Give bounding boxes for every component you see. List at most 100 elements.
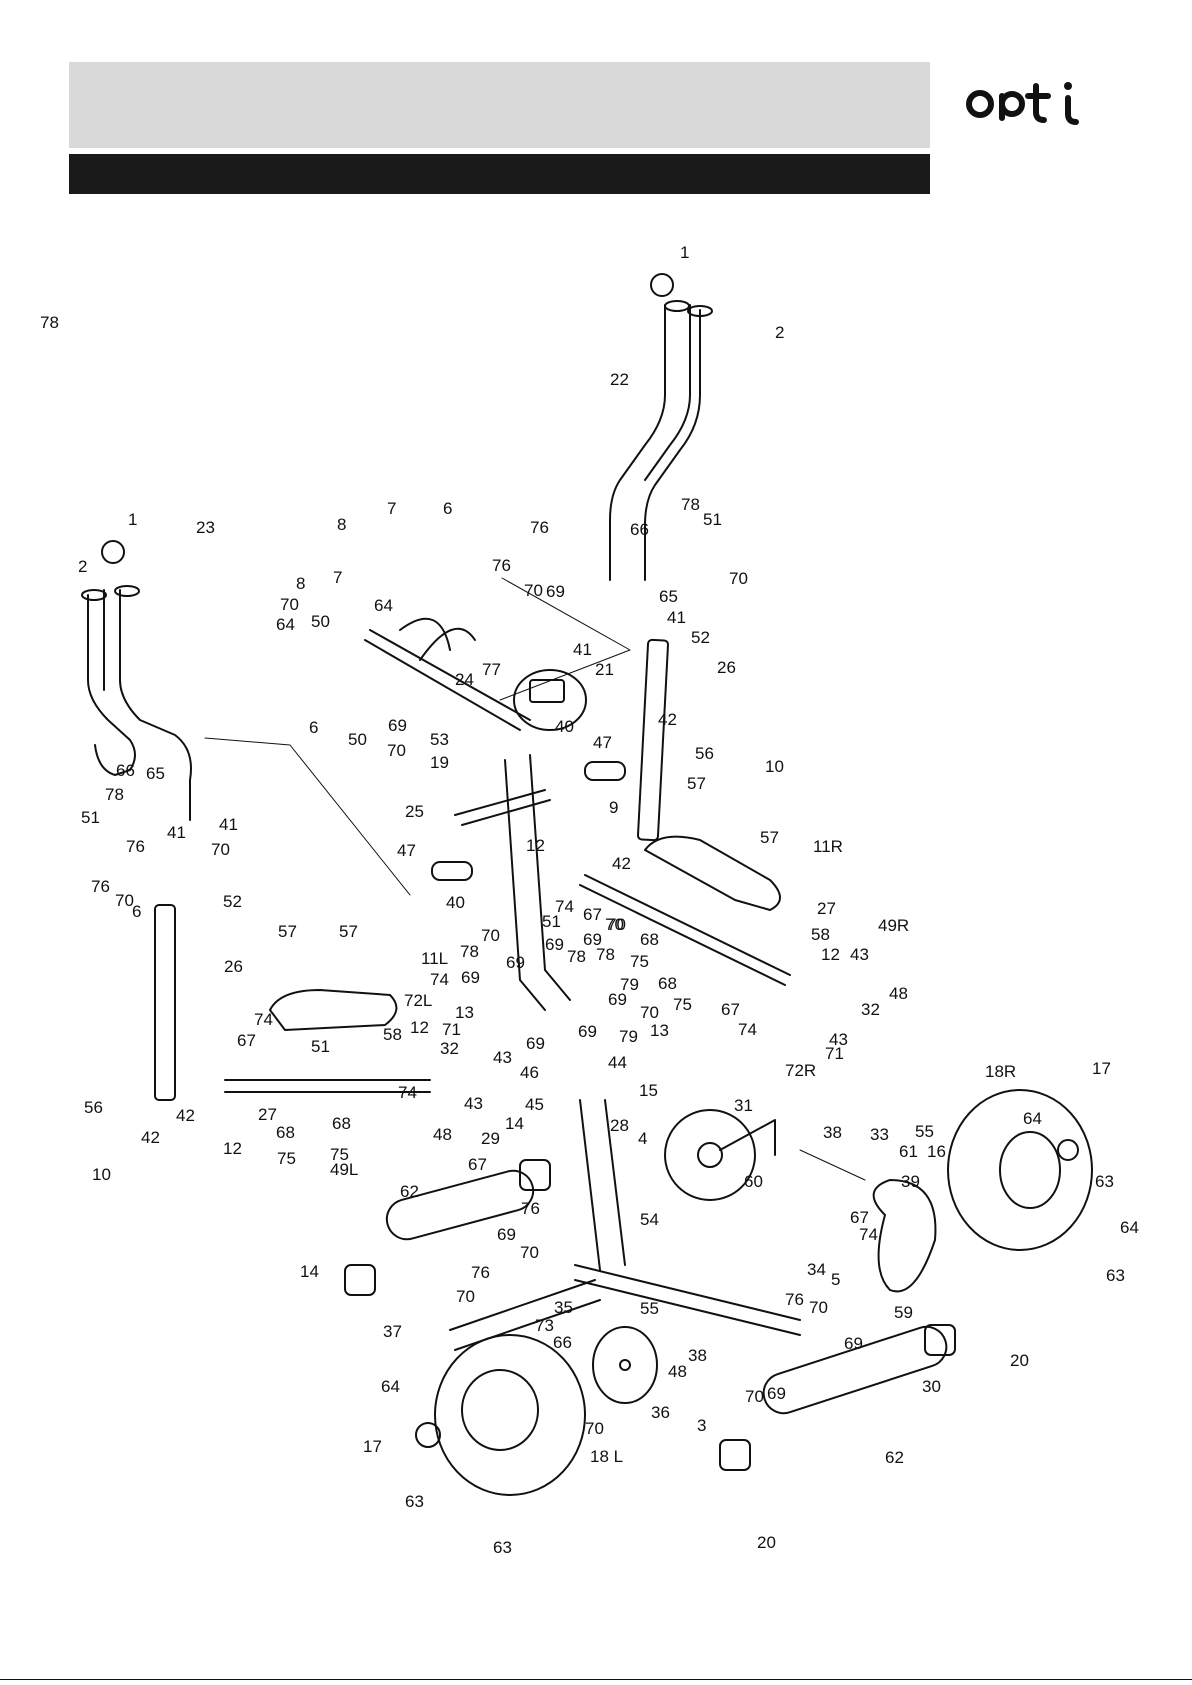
callout-label: 6 <box>443 499 452 518</box>
callout-label: 66 <box>630 520 649 539</box>
callout-label: 18 L <box>590 1447 623 1466</box>
callout-label: 37 <box>383 1322 402 1341</box>
callout-label: 64 <box>276 615 295 634</box>
callout-label: 40 <box>555 717 574 736</box>
callout-label: 74 <box>430 970 449 989</box>
callout-label: 17 <box>363 1437 382 1456</box>
callout-label: 42 <box>612 854 631 873</box>
callout-label: 58 <box>383 1025 402 1044</box>
callout-label: 63 <box>1095 1172 1114 1191</box>
callout-label: 43 <box>464 1094 483 1113</box>
callout-label: 21 <box>595 660 614 679</box>
callout-label: 75 <box>630 952 649 971</box>
callout-label: 78 <box>596 945 615 964</box>
callout-label: 2 <box>78 557 87 576</box>
callout-label: 50 <box>311 612 330 631</box>
callout-label: 43 <box>829 1030 848 1049</box>
callout-label: 29 <box>481 1129 500 1148</box>
callout-label: 15 <box>639 1081 658 1100</box>
callout-label: 65 <box>659 587 678 606</box>
callout-label: 6 <box>309 718 318 737</box>
callout-label: 65 <box>146 764 165 783</box>
callout-label: 76 <box>91 877 110 896</box>
callout-label: 1 <box>680 243 689 262</box>
callout-label: 69 <box>608 990 627 1009</box>
callout-label: 41 <box>573 640 592 659</box>
callout-label: 76 <box>785 1290 804 1309</box>
callout-label: 32 <box>861 1000 880 1019</box>
callout-label: 76 <box>126 837 145 856</box>
callout-label: 67 <box>850 1208 869 1227</box>
callout-label: 27 <box>817 899 836 918</box>
callout-label: 19 <box>430 753 449 772</box>
callout-label: 51 <box>81 808 100 827</box>
callout-label: 46 <box>520 1063 539 1082</box>
callout-label: 34 <box>807 1260 826 1279</box>
callout-label: 72L <box>404 991 432 1010</box>
callout-label: 70 <box>481 926 500 945</box>
callout-label: 70 <box>745 1387 764 1406</box>
callout-label: 12 <box>410 1018 429 1037</box>
callout-label: 20 <box>1010 1351 1029 1370</box>
callout-label: 38 <box>688 1346 707 1365</box>
callout-label: 76 <box>471 1263 490 1282</box>
callout-label: 8 <box>337 515 346 534</box>
callout-label: 52 <box>223 892 242 911</box>
callout-label: 7 <box>333 568 342 587</box>
callout-label: 70 <box>729 569 748 588</box>
callout-label: 70 <box>115 891 134 910</box>
callout-label: 47 <box>397 841 416 860</box>
footer-rule <box>0 1679 1192 1680</box>
callout-label: 69 <box>583 930 602 949</box>
callout-label: 11R <box>813 837 843 856</box>
callout-label: 78 <box>105 785 124 804</box>
callout-label: 14 <box>300 1262 319 1281</box>
callout-label: 69 <box>506 953 525 972</box>
callout-label: 7 <box>387 499 396 518</box>
callout-label: 69 <box>526 1034 545 1053</box>
callout-label: 64 <box>381 1377 400 1396</box>
callout-label: 12 <box>223 1139 242 1158</box>
callout-label: 63 <box>405 1492 424 1511</box>
callout-label: 70 <box>607 915 626 934</box>
callout-label: 63 <box>1106 1266 1125 1285</box>
callout-label: 66 <box>116 761 135 780</box>
callout-label: 70 <box>520 1243 539 1262</box>
callout-label: 13 <box>650 1021 669 1040</box>
callout-label: 48 <box>889 984 908 1003</box>
callout-label: 12 <box>526 836 545 855</box>
callout-label: 42 <box>141 1128 160 1147</box>
callout-label: 73 <box>535 1316 554 1335</box>
callout-label: 48 <box>433 1125 452 1144</box>
callout-label: 41 <box>667 608 686 627</box>
callout-label: 75 <box>330 1145 349 1164</box>
callout-label: 64 <box>1120 1218 1139 1237</box>
callout-label: 64 <box>1023 1109 1042 1128</box>
callout-label: 69 <box>844 1334 863 1353</box>
callout-label: 42 <box>658 710 677 729</box>
callout-label: 69 <box>545 935 564 954</box>
callout-label: 69 <box>546 582 565 601</box>
diagram-parts <box>81 273 1093 1496</box>
callout-label: 67 <box>721 1000 740 1019</box>
callout-label: 69 <box>497 1225 516 1244</box>
callout-label: 74 <box>555 897 574 916</box>
callout-label: 12 <box>821 945 840 964</box>
callout-label: 5 <box>831 1270 840 1289</box>
callout-label: 56 <box>695 744 714 763</box>
callout-label: 50 <box>348 730 367 749</box>
callout-label: 51 <box>311 1037 330 1056</box>
callout-label: 78 <box>567 947 586 966</box>
callout-label: 8 <box>296 574 305 593</box>
callout-label: 75 <box>277 1149 296 1168</box>
callout-label: 70 <box>640 1003 659 1022</box>
callout-label: 70 <box>809 1298 828 1317</box>
callout-label: 2 <box>775 323 784 342</box>
callout-label: 57 <box>760 828 779 847</box>
callout-label: 56 <box>84 1098 103 1117</box>
callout-label: 53 <box>430 730 449 749</box>
callout-label: 70 <box>524 581 543 600</box>
callout-label: 77 <box>482 660 501 679</box>
